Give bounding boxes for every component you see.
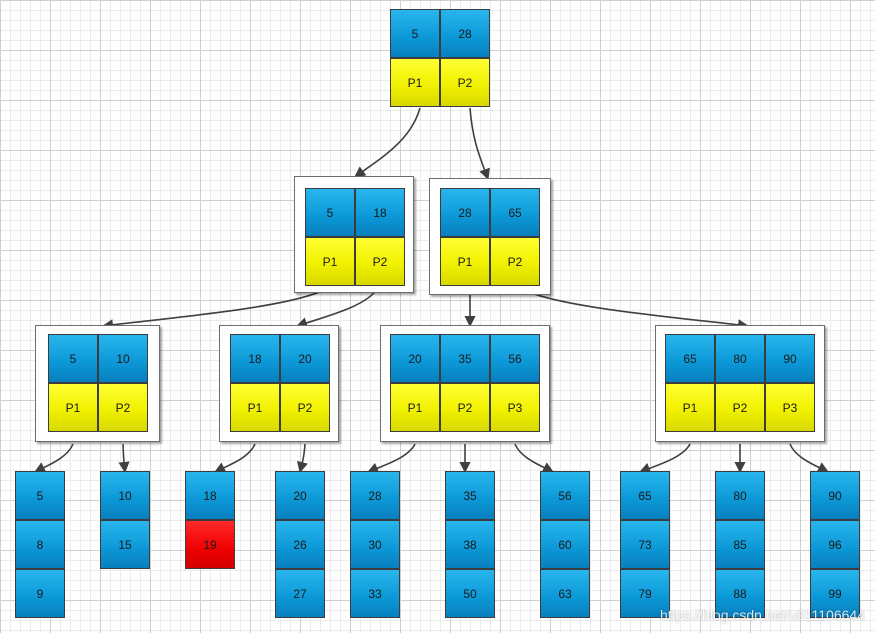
pointer-cell-n-65-80-90-P3: P3 <box>765 383 815 432</box>
watermark: https://blog.csdn.net/u011106644 <box>660 607 865 623</box>
pointer-cell-n-65-80-90-P1: P1 <box>665 383 715 432</box>
leaf-cell-leaf-56-0: 56 <box>540 471 590 520</box>
leaf-cell-leaf-5-1: 8 <box>15 520 65 569</box>
key-cell-n-20-35-56-1: 35 <box>440 334 490 383</box>
key-cell-n-5-18-0: 5 <box>305 188 355 237</box>
leaf-cell-leaf-56-2: 63 <box>540 569 590 618</box>
key-cell-root-1: 28 <box>440 9 490 58</box>
edge-n-18-20-P2-to-leaf-20 <box>297 443 308 474</box>
edge-n-18-20-P1-to-leaf-18 <box>213 443 256 473</box>
leaf-cell-leaf-90-0: 90 <box>810 471 860 520</box>
edge-n-65-80-90-P3-to-leaf-90 <box>789 443 829 473</box>
pointer-cell-n-5-18-P2: P2 <box>355 237 405 286</box>
edge-n-20-35-56-P1-to-leaf-28 <box>366 443 416 474</box>
pointer-cell-n-28-65-P1: P1 <box>440 237 490 286</box>
edge-root-P1-to-n-5-18 <box>354 107 421 178</box>
pointer-cell-n-5-10-P2: P2 <box>98 383 148 432</box>
leaf-cell-leaf-20-0: 20 <box>275 471 325 520</box>
leaf-cell-leaf-80-0: 80 <box>715 471 765 520</box>
leaf-cell-leaf-90-1: 96 <box>810 520 860 569</box>
key-cell-n-65-80-90-0: 65 <box>665 334 715 383</box>
leaf-cell-leaf-35-0: 35 <box>445 471 495 520</box>
key-cell-n-65-80-90-1: 80 <box>715 334 765 383</box>
key-cell-n-28-65-1: 65 <box>490 188 540 237</box>
leaf-cell-leaf-80-2: 88 <box>715 569 765 618</box>
leaf-cell-leaf-35-1: 38 <box>445 520 495 569</box>
pointer-cell-n-18-20-P2: P2 <box>280 383 330 432</box>
key-cell-n-65-80-90-2: 90 <box>765 334 815 383</box>
leaf-cell-leaf-20-1: 26 <box>275 520 325 569</box>
leaf-cell-leaf-56-1: 60 <box>540 520 590 569</box>
pointer-cell-n-20-35-56-P3: P3 <box>490 383 540 432</box>
leaf-cell-leaf-90-2: 99 <box>810 569 860 618</box>
key-cell-n-28-65-0: 28 <box>440 188 490 237</box>
edge-root-P2-to-n-28-65 <box>469 107 490 181</box>
edge-n-28-65-P2-to-n-65-80-90 <box>519 287 750 331</box>
key-cell-n-18-20-1: 20 <box>280 334 330 383</box>
pointer-cell-n-28-65-P2: P2 <box>490 237 540 286</box>
leaf-cell-leaf-18-1: 19 <box>185 520 235 569</box>
key-cell-n-5-10-1: 10 <box>98 334 148 383</box>
leaf-cell-leaf-20-2: 27 <box>275 569 325 618</box>
pointer-cell-n-5-18-P1: P1 <box>305 237 355 286</box>
pointer-cell-root-P1: P1 <box>390 58 440 107</box>
edge-n-5-10-P1-to-leaf-5 <box>34 443 74 473</box>
leaf-cell-leaf-5-0: 5 <box>15 471 65 520</box>
leaf-cell-leaf-10-0: 10 <box>100 471 150 520</box>
leaf-cell-leaf-28-1: 30 <box>350 520 400 569</box>
leaf-cell-leaf-5-2: 9 <box>15 569 65 618</box>
edge-n-5-18-P1-to-n-5-10 <box>101 287 329 331</box>
pointer-cell-n-65-80-90-P2: P2 <box>715 383 765 432</box>
pointer-cell-n-20-35-56-P2: P2 <box>440 383 490 432</box>
edge-n-65-80-90-P1-to-leaf-65 <box>638 443 691 474</box>
leaf-cell-leaf-65-1: 73 <box>620 520 670 569</box>
leaf-cell-leaf-80-1: 85 <box>715 520 765 569</box>
key-cell-root-0: 5 <box>390 9 440 58</box>
leaf-cell-leaf-10-1: 15 <box>100 520 150 569</box>
leaf-cell-leaf-65-2: 79 <box>620 569 670 618</box>
edge-n-5-10-P2-to-leaf-10 <box>118 443 130 474</box>
key-cell-n-20-35-56-2: 56 <box>490 334 540 383</box>
leaf-cell-leaf-18-0: 18 <box>185 471 235 520</box>
pointer-cell-n-18-20-P1: P1 <box>230 383 280 432</box>
edge-n-5-18-P2-to-n-18-20 <box>295 287 379 329</box>
key-cell-n-5-10-0: 5 <box>48 334 98 383</box>
leaf-cell-leaf-35-2: 50 <box>445 569 495 618</box>
edge-n-20-35-56-P3-to-leaf-56 <box>514 443 554 473</box>
pointer-cell-n-5-10-P1: P1 <box>48 383 98 432</box>
leaf-cell-leaf-28-2: 33 <box>350 569 400 618</box>
key-cell-n-18-20-0: 18 <box>230 334 280 383</box>
key-cell-n-20-35-56-0: 20 <box>390 334 440 383</box>
leaf-cell-leaf-65-0: 65 <box>620 471 670 520</box>
key-cell-n-5-18-1: 18 <box>355 188 405 237</box>
leaf-cell-leaf-28-0: 28 <box>350 471 400 520</box>
pointer-cell-n-20-35-56-P1: P1 <box>390 383 440 432</box>
pointer-cell-root-P2: P2 <box>440 58 490 107</box>
